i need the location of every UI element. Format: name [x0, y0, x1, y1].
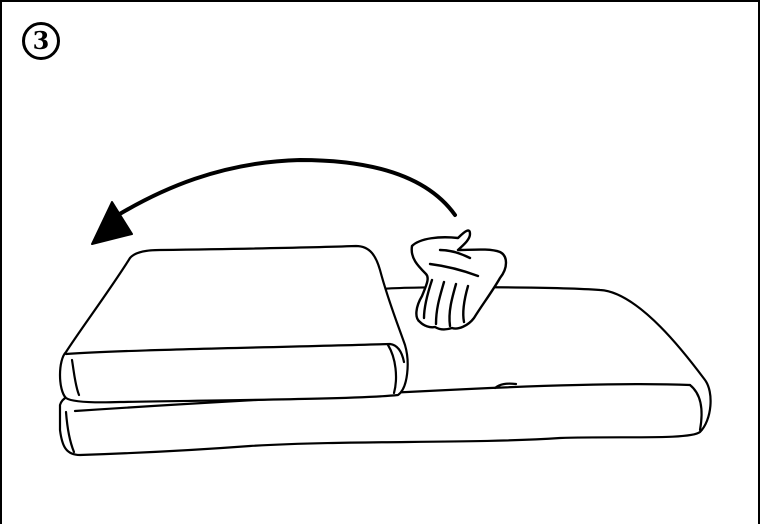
- cushion-icon: [60, 246, 408, 402]
- curved-arrow-icon: [92, 160, 455, 244]
